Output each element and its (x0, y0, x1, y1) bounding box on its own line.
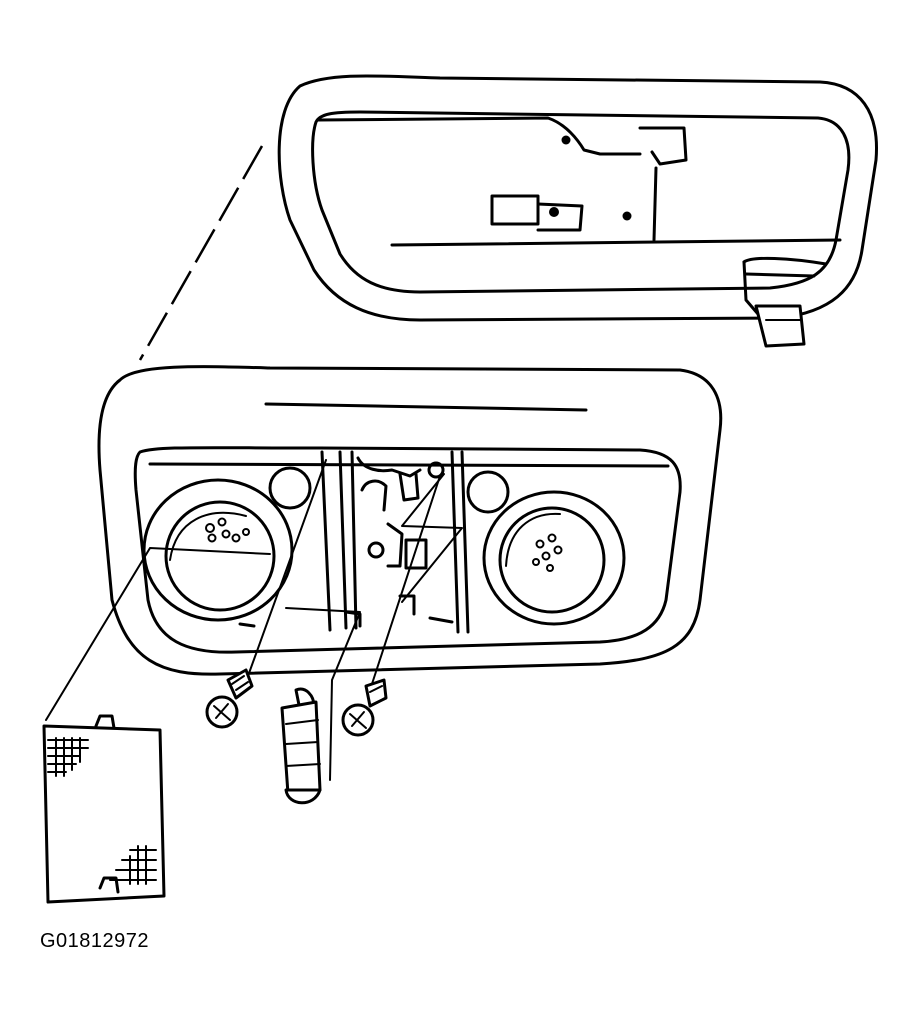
left-reflector-mark (205, 517, 250, 543)
right-mounting-screw (341, 475, 441, 737)
trim-plate-grid-bottom-right (109, 845, 157, 885)
lamp-housing (97, 365, 723, 676)
lamp-lens-housing (277, 74, 879, 348)
trim-plate (42, 714, 166, 904)
left-mounting-screw (205, 459, 327, 729)
figure-id-label: G01812972 (40, 930, 150, 952)
trim-plate-grid-top-left (47, 737, 89, 777)
right-reflector-mark (532, 533, 563, 572)
lens-alignment-leader (138, 145, 264, 361)
festoon-bulb (45, 473, 463, 805)
